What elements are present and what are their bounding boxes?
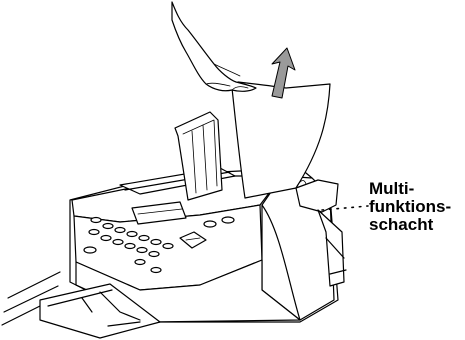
hand-icon: [172, 2, 256, 91]
label-line-2: funktions-: [369, 198, 451, 216]
multi-purpose-tray-label: Multi- funktions- schacht: [369, 180, 451, 234]
label-line-1: Multi-: [369, 180, 451, 198]
label-line-3: schacht: [369, 216, 451, 234]
